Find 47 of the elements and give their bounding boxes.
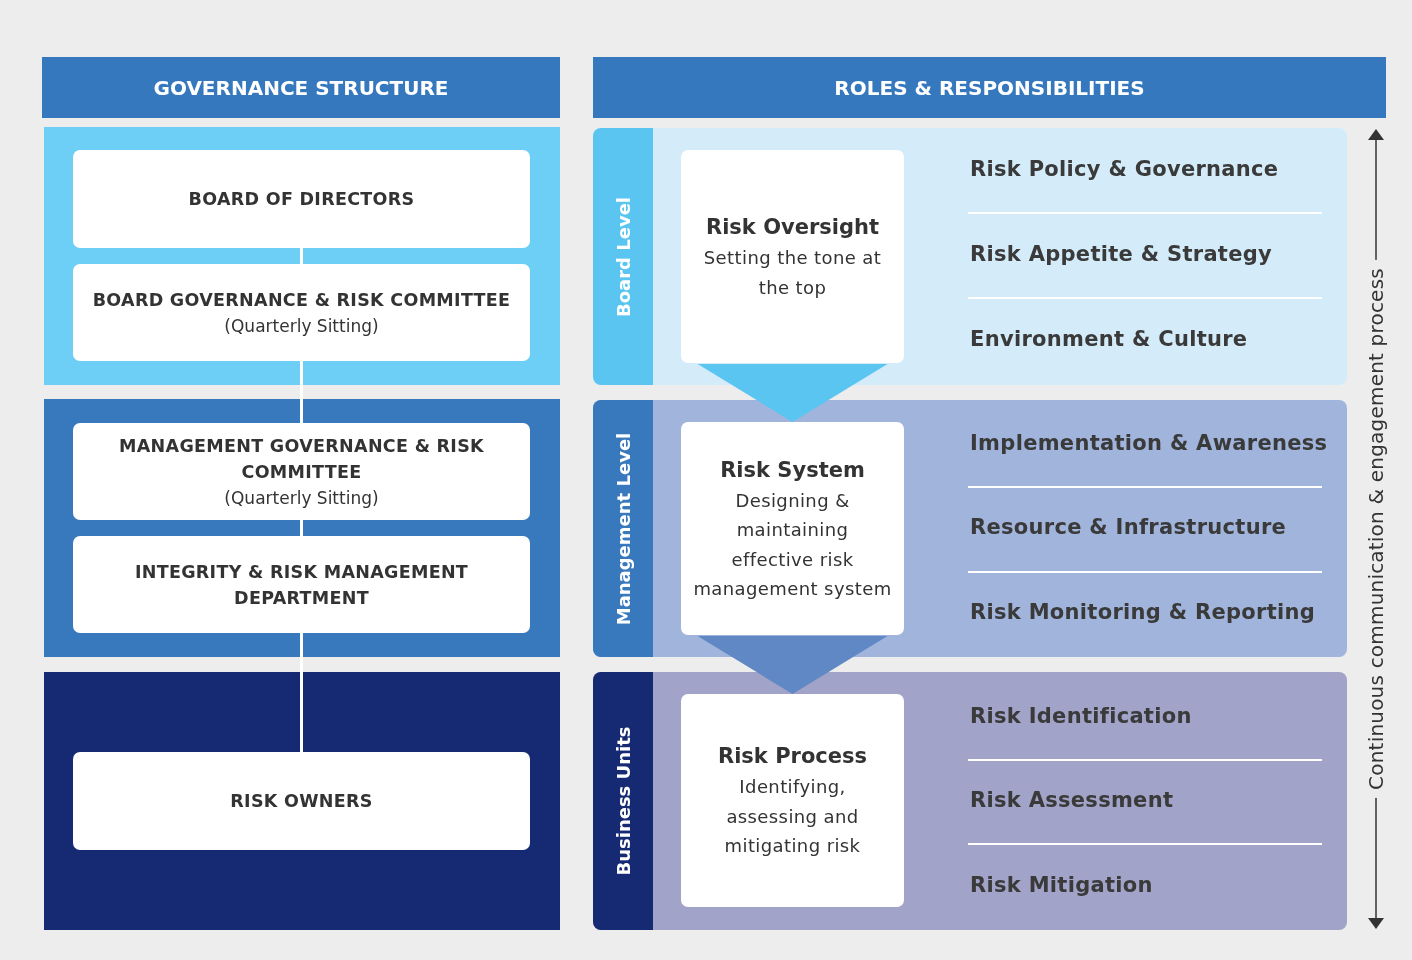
- responsibility-item: Implementation & Awareness: [970, 431, 1328, 455]
- level-band: [44, 672, 560, 930]
- connector-line: [300, 633, 303, 752]
- level-band: [44, 127, 560, 385]
- level-panel: [593, 400, 1347, 657]
- connector-line: [300, 361, 303, 423]
- committee-box: [73, 752, 530, 850]
- card-title: INTEGRITY & RISK MANAGEMENT DEPARTMENT: [133, 560, 470, 610]
- committee-box: [73, 423, 530, 520]
- card-title: Risk Oversight: [706, 214, 879, 241]
- chevron-arrow: [697, 635, 888, 694]
- card-subtitle: (Quarterly Sitting): [224, 314, 379, 338]
- responsibility-item: Environment & Culture: [970, 327, 1248, 351]
- role-card: [681, 150, 904, 363]
- card-subtitle: (Quarterly Sitting): [224, 486, 379, 510]
- card-title: BOARD OF DIRECTORS: [188, 188, 415, 211]
- responsibility-item: Risk Mitigation: [970, 873, 1153, 897]
- column-header: GOVERNANCE STRUCTURE: [42, 57, 560, 118]
- role-card: [681, 694, 904, 907]
- card-title: MANAGEMENT GOVERNANCE & RISK COMMITTEE: [118, 434, 485, 484]
- level-panel: [593, 672, 1347, 930]
- connector-line: [300, 248, 303, 264]
- responsibility-item: Risk Assessment: [970, 788, 1174, 812]
- responsibility-item: Resource & Infrastructure: [970, 515, 1287, 539]
- committee-box: [73, 264, 530, 361]
- connector-line: [300, 520, 303, 536]
- card-subtitle: Identifying, assessing and mitigating risk: [723, 775, 862, 859]
- level-label: Board Level: [612, 196, 634, 317]
- responsibility-item: Risk Appetite & Strategy: [970, 242, 1273, 266]
- level-band: [44, 399, 560, 657]
- committee-box: [73, 536, 530, 633]
- card-title: RISK OWNERS: [230, 790, 373, 813]
- responsibility-item: Risk Identification: [970, 704, 1192, 728]
- chevron-arrow: [697, 363, 888, 422]
- role-card: [681, 422, 904, 635]
- column-header: ROLES & RESPONSIBILITIES: [593, 57, 1386, 118]
- card-title: Risk Process: [718, 743, 867, 771]
- responsibility-item: Risk Policy & Governance: [970, 157, 1279, 181]
- level-label: Management Level: [612, 432, 634, 625]
- responsibility-item: Risk Monitoring & Reporting: [970, 600, 1316, 624]
- card-subtitle: Designing & maintaining effective risk management system: [693, 488, 892, 601]
- card-title: BOARD GOVERNANCE & RISK COMMITTEE: [92, 288, 511, 312]
- card-subtitle: Setting the tone at the top: [702, 246, 883, 300]
- level-label: Business Units: [612, 726, 634, 876]
- card-title: Risk System: [720, 456, 865, 484]
- committee-box: [73, 150, 530, 248]
- level-panel: [593, 128, 1347, 385]
